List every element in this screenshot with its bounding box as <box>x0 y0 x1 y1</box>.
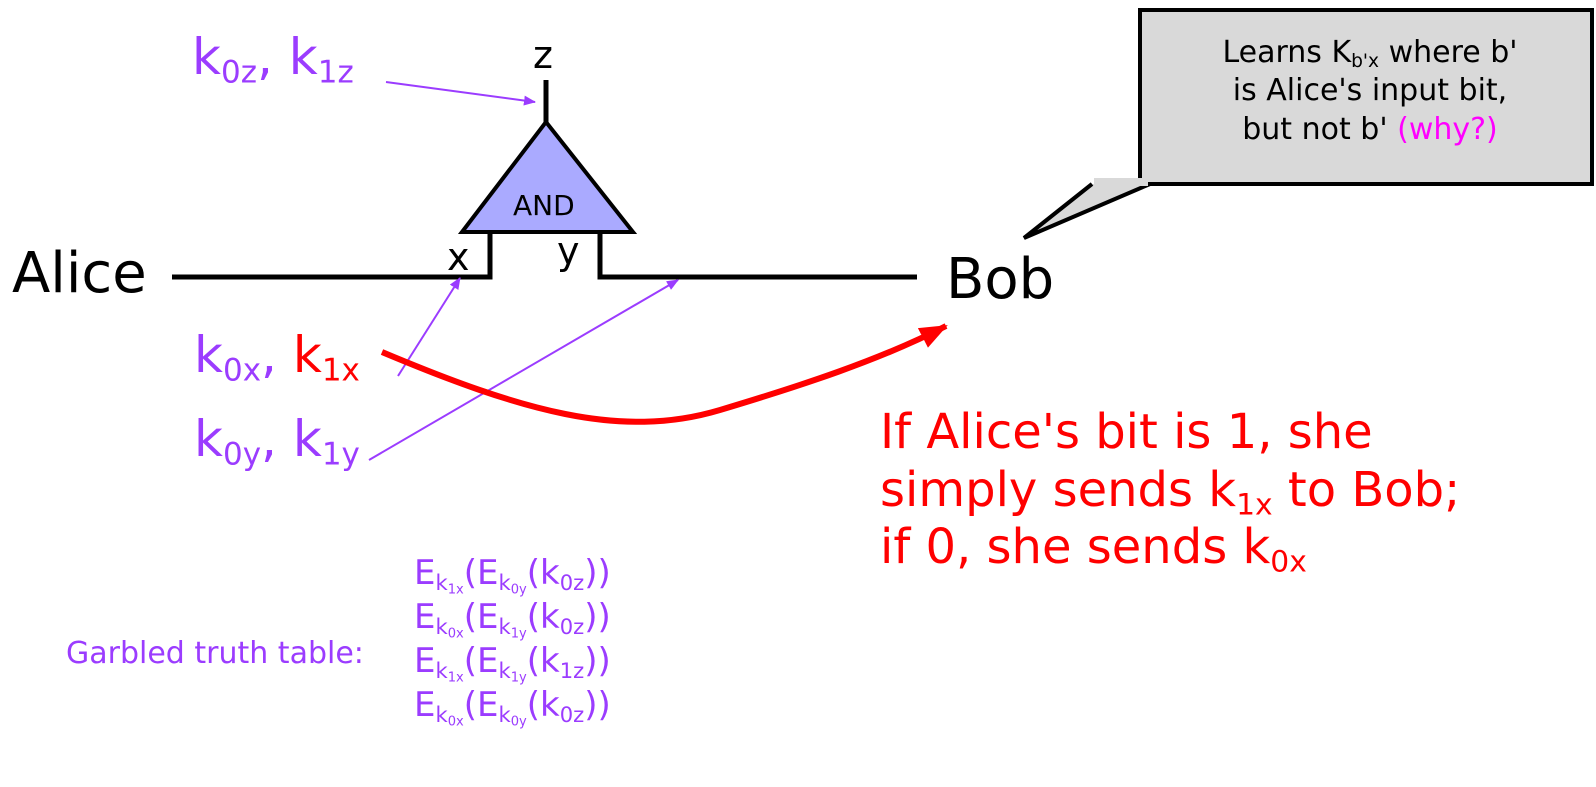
y-keys: k0y, k1y <box>194 410 360 473</box>
wire-y <box>597 232 917 280</box>
callout-text: Learns Kb'x where b' is Alice's input bi… <box>1222 35 1518 147</box>
garbled-row: Ek0x(Ek1y(k0z)) <box>414 597 611 642</box>
wire-z-label: z <box>533 33 553 77</box>
bob-label: Bob <box>946 247 1055 312</box>
send-explanation: If Alice's bit is 1, she simply sends k1… <box>880 404 1461 580</box>
callout-pointer <box>1022 182 1151 240</box>
wire-x-label: x <box>447 235 470 279</box>
arrow-z-keys <box>385 81 536 106</box>
garbled-row: Ek1x(Ek0y(k0z)) <box>414 553 611 598</box>
alice-label: Alice <box>12 241 147 306</box>
gate-label: AND <box>513 189 575 222</box>
arrow-send-key <box>380 323 948 425</box>
garbled-table: Ek1x(Ek0y(k0z))Ek0x(Ek1y(k0z))Ek1x(Ek1y(… <box>414 556 611 732</box>
wire-y-label: y <box>557 229 580 273</box>
callout-bubble <box>1138 8 1594 186</box>
x-keys: k0x, k1x <box>194 326 360 389</box>
garbled-table-label: Garbled truth table: <box>66 636 364 671</box>
garbled-row: Ek1x(Ek1y(k1z)) <box>414 641 611 686</box>
z-keys: k0z, k1z <box>192 28 354 91</box>
garbled-row: Ek0x(Ek0y(k0z)) <box>414 685 611 730</box>
arrow-y-keys <box>368 279 679 461</box>
wire-x <box>172 232 493 280</box>
and-gate <box>457 118 638 234</box>
